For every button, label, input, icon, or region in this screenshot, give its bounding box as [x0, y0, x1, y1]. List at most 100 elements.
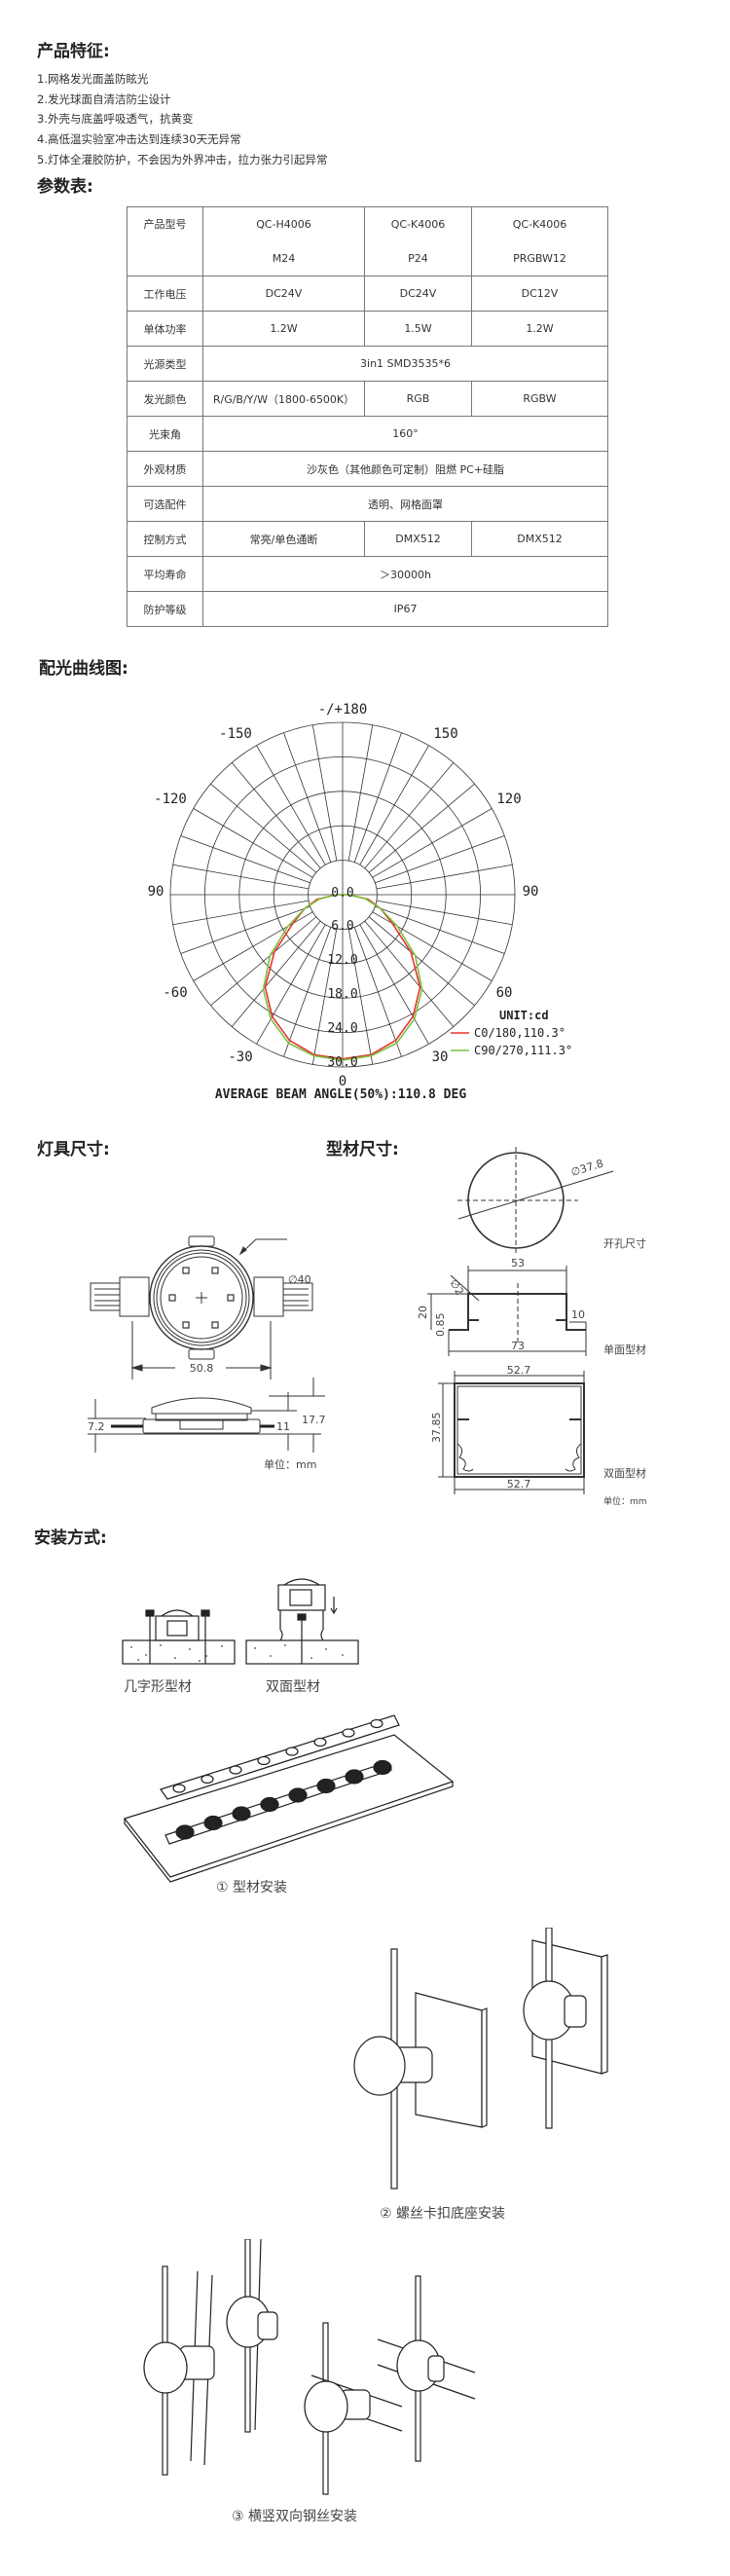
polar-spoke: [376, 900, 513, 926]
radial-label: 0.0: [331, 886, 353, 901]
feature-item: 2.发光球面自清洁防尘设计: [37, 92, 171, 106]
cell: IP67: [202, 591, 608, 627]
install-wire-illustration: [143, 2239, 476, 2495]
polar-spoke: [364, 920, 455, 1027]
rail-hole: [285, 1747, 299, 1756]
cell: DMX512: [471, 521, 608, 557]
cell: RGB: [364, 381, 472, 417]
hole-size-label: 开孔尺寸: [603, 1237, 646, 1250]
cell: 160°: [202, 416, 608, 452]
row-label: 控制方式: [127, 521, 203, 557]
rail-hole: [257, 1755, 271, 1766]
polar-curves: [262, 894, 423, 1061]
double-top-label: 52.7: [507, 1364, 531, 1377]
row-label: 外观材质: [127, 451, 203, 487]
install-sub-label-b: 双面型材: [266, 1679, 320, 1695]
cell: RGBW: [471, 381, 608, 417]
polar-spoke: [311, 928, 338, 1065]
polar-spoke: [193, 808, 313, 878]
rail-lamp: [232, 1806, 251, 1822]
single-top-label: 53: [511, 1257, 525, 1270]
polar-series-1: [262, 894, 423, 1061]
cell: 1.2W: [471, 311, 608, 347]
polar-spoke: [210, 916, 317, 1007]
polar-spoke: [172, 900, 310, 926]
row-label: 工作电压: [127, 276, 203, 312]
single-thickness-label: 0.85: [434, 1313, 447, 1338]
polar-spoke: [180, 905, 310, 954]
radial-label: 24.0: [327, 1021, 357, 1036]
install-sub-label-a: 几字形型材: [124, 1679, 192, 1695]
radial-label: 18.0: [327, 987, 357, 1002]
features-heading: 产品特征:: [37, 42, 110, 61]
polar-spoke: [256, 924, 326, 1045]
polar-spoke: [193, 911, 313, 981]
single-flange-label: 10: [571, 1308, 585, 1321]
spec-heading: 参数表:: [37, 177, 93, 197]
polar-spoke: [372, 911, 493, 981]
polar-spoke: [364, 762, 455, 869]
legend-label-c90: C90/270,111.3°: [474, 1044, 572, 1057]
rail-lamps: [172, 1718, 392, 1840]
cell: 透明、网格面罩: [202, 486, 608, 522]
table-row: 可选配件透明、网格面罩: [127, 486, 608, 522]
polar-spoke: [283, 927, 332, 1057]
single-height-label: 20: [417, 1306, 429, 1319]
angle-label: 60: [496, 985, 513, 1001]
rail-lamp: [203, 1815, 223, 1831]
polar-grid: [169, 721, 516, 1068]
radial-label: 6.0: [331, 919, 353, 934]
cell: DC24V: [364, 276, 472, 312]
rail-hole: [229, 1765, 242, 1775]
angle-label: 0: [339, 1074, 347, 1089]
polar-spoke: [372, 808, 493, 878]
polar-spoke: [359, 745, 429, 865]
rail-lamp: [316, 1778, 336, 1794]
polar-spoke: [180, 835, 310, 884]
polar-spoke: [375, 905, 505, 954]
polar-spoke: [210, 783, 317, 873]
polar-spoke: [376, 864, 513, 890]
profile-dimension-drawing: ∅37.8 53 ∅2 20 0.85 10 73 52.7 37.85 52.…: [417, 1147, 614, 1494]
rail-lamp: [288, 1787, 308, 1803]
angle-label: 90: [148, 884, 164, 900]
polar-spoke: [368, 916, 475, 1007]
rail-lamp: [175, 1824, 195, 1840]
install-method-3-caption: ③ 横竖双向钢丝安装: [232, 2509, 358, 2524]
feature-item: 1.网格发光面盖防眩光: [37, 72, 149, 86]
polar-spoke: [347, 928, 374, 1065]
polar-spoke: [231, 762, 321, 869]
rail-lamp: [260, 1796, 279, 1813]
polar-spoke: [353, 732, 402, 863]
cell: DC12V: [471, 276, 608, 312]
rail-hole: [313, 1737, 327, 1748]
angle-label: -60: [163, 985, 187, 1001]
profile-dims-heading: 型材尺寸:: [326, 1140, 399, 1159]
cell: R/G/B/Y/W（1800-6500K）: [202, 381, 365, 417]
lamp-height-11-label: 11: [276, 1420, 290, 1433]
row-label: 光源类型: [127, 346, 203, 382]
double-profile-label: 双面型材: [603, 1467, 646, 1480]
lamp-unit-label: 单位：mm: [264, 1457, 316, 1471]
rail-hole: [342, 1728, 355, 1738]
rail-hole: [201, 1774, 214, 1785]
unit-label: UNIT:cd: [499, 1009, 549, 1022]
polar-spoke: [368, 783, 475, 873]
angle-label: -30: [228, 1049, 252, 1065]
single-profile-label: 单面型材: [603, 1343, 646, 1356]
angle-label: 30: [432, 1049, 449, 1065]
beam-angle-footer: AVERAGE BEAM ANGLE(50%):110.8 DEG: [215, 1087, 466, 1102]
radial-label: 30.0: [327, 1055, 357, 1070]
row-label: 发光颜色: [127, 381, 203, 417]
install-heading: 安装方式:: [34, 1528, 107, 1548]
angle-label: -/+180: [318, 702, 368, 718]
polar-spoke: [347, 724, 374, 862]
